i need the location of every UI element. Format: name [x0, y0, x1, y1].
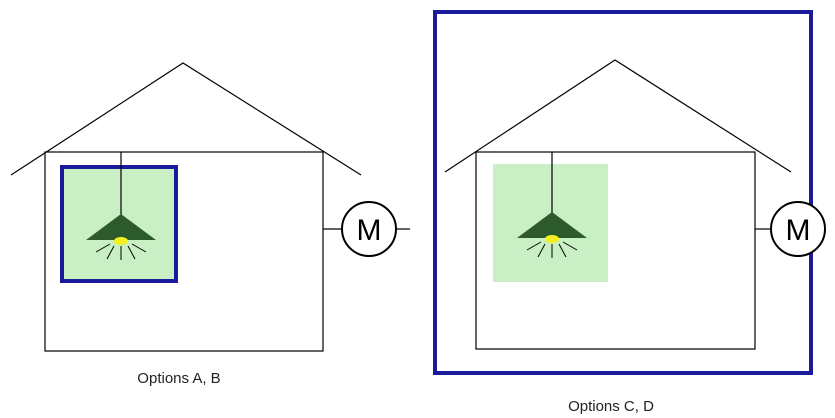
house-options-cd: M: [433, 10, 826, 375]
meter-label: M: [357, 214, 382, 247]
meter-label: M: [786, 214, 811, 247]
caption-options-cd: Options C, D: [568, 398, 654, 415]
house-walls: [44, 151, 324, 352]
house-walls: [475, 151, 756, 350]
house-options-ab: M: [10, 62, 410, 352]
boundary-outline: [433, 10, 813, 375]
caption-options-ab: Options A, B: [137, 370, 221, 387]
meter-icon: M: [755, 201, 826, 257]
house-roof: [444, 59, 792, 173]
house-roof: [10, 62, 362, 176]
meter-icon: M: [323, 201, 410, 257]
pendant-lamp-icon: [86, 152, 156, 260]
boundary-outline: [60, 165, 178, 283]
pendant-lamp-icon: [517, 152, 587, 258]
